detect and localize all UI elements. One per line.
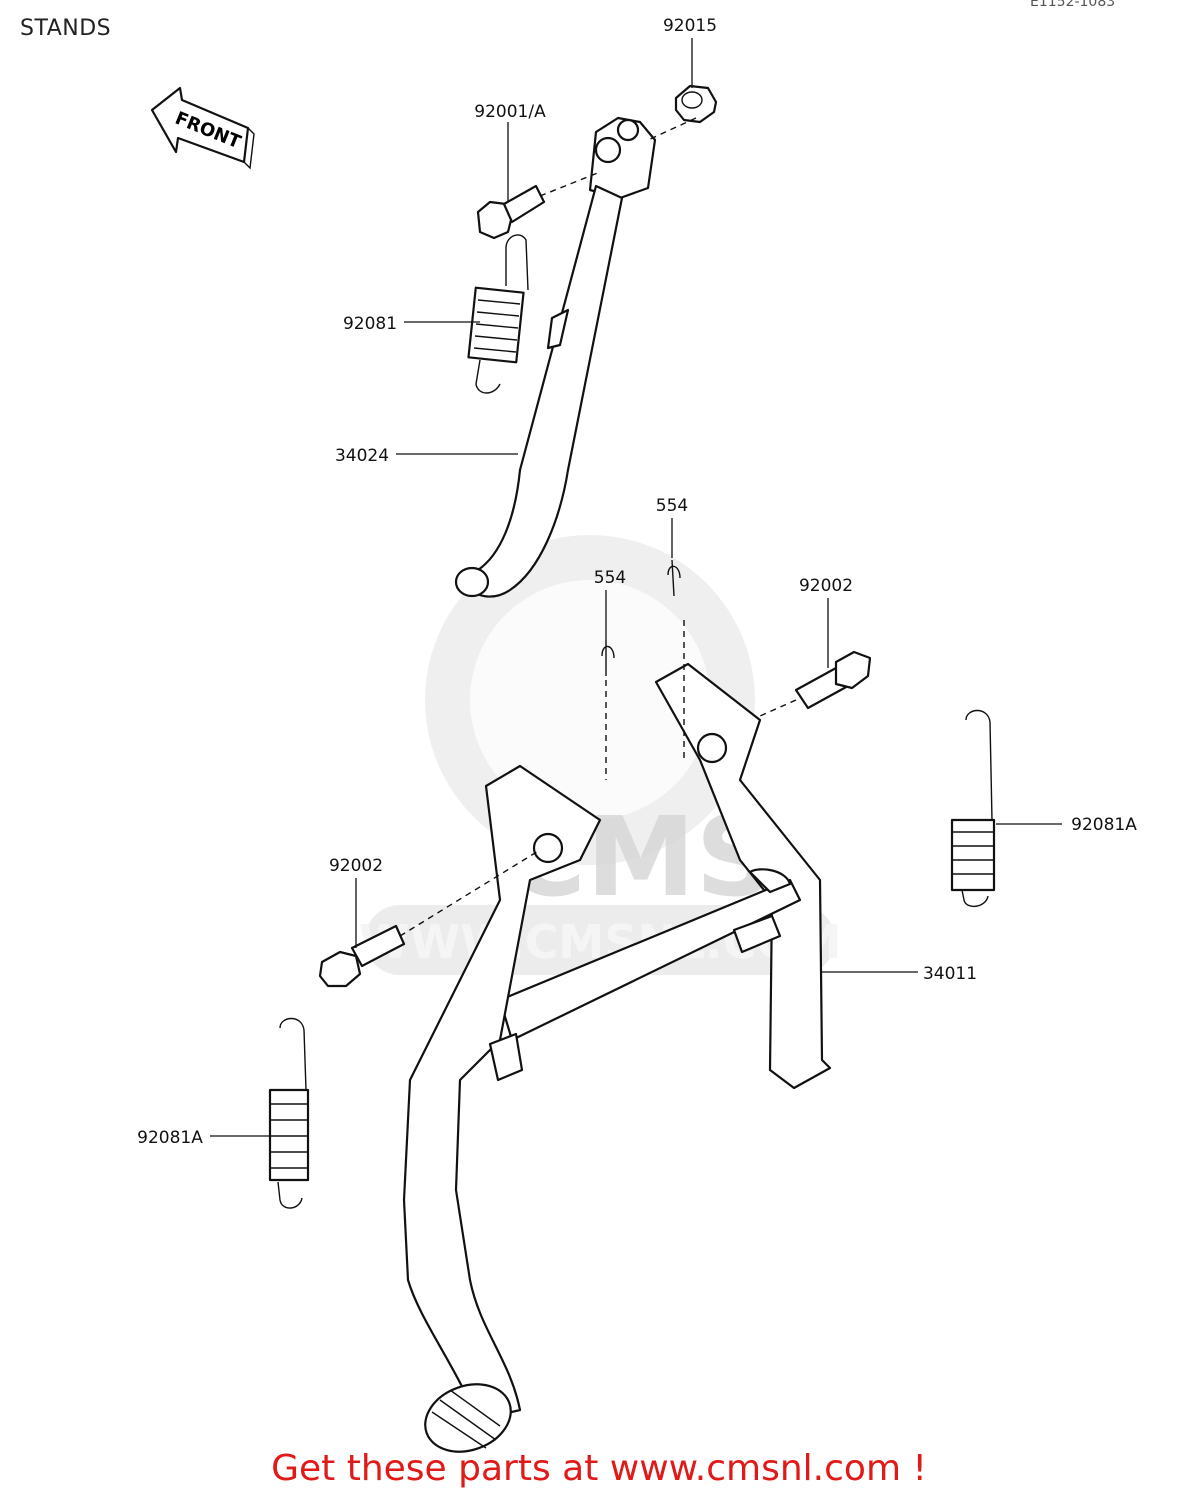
callout-554-mid: 554 — [594, 568, 626, 588]
spring-92081a-right — [950, 709, 996, 907]
spring-92081 — [467, 234, 529, 394]
callout-554-top: 554 — [656, 496, 688, 516]
callout-92002-left: 92002 — [329, 856, 383, 876]
nut-92015 — [674, 84, 718, 124]
diagram-reference-code: E1152-1083 — [1030, 0, 1116, 10]
callout-92002-right: 92002 — [799, 576, 853, 596]
callout-92081a-left: 92081A — [137, 1128, 203, 1148]
bolt-92002-left — [318, 924, 406, 988]
callout-34024: 34024 — [335, 446, 389, 466]
callout-92081: 92081 — [343, 314, 397, 334]
callout-92015: 92015 — [663, 16, 717, 36]
callout-92081a-right: 92081A — [1071, 815, 1137, 835]
front-arrow-icon: FRONT — [150, 86, 255, 170]
cotter-pin-554-mid — [601, 640, 615, 676]
spring-92081a-left — [268, 1017, 310, 1209]
footer-link-text[interactable]: Get these parts at www.cmsnl.com ! — [271, 1448, 927, 1489]
leader-lines — [210, 38, 1062, 1137]
center-stand-34011 — [402, 662, 832, 1453]
page-title: STANDS — [20, 16, 112, 41]
side-stand-34024 — [454, 116, 657, 598]
cotter-pin-554-top — [667, 559, 681, 597]
callout-34011: 34011 — [923, 964, 977, 984]
bolt-92001a — [476, 184, 546, 240]
callout-labels: 92015 92001/A 92081 34024 554 554 92002 … — [137, 16, 1137, 1148]
callout-92001a: 92001/A — [474, 102, 546, 122]
bolt-92002-right — [794, 650, 872, 710]
